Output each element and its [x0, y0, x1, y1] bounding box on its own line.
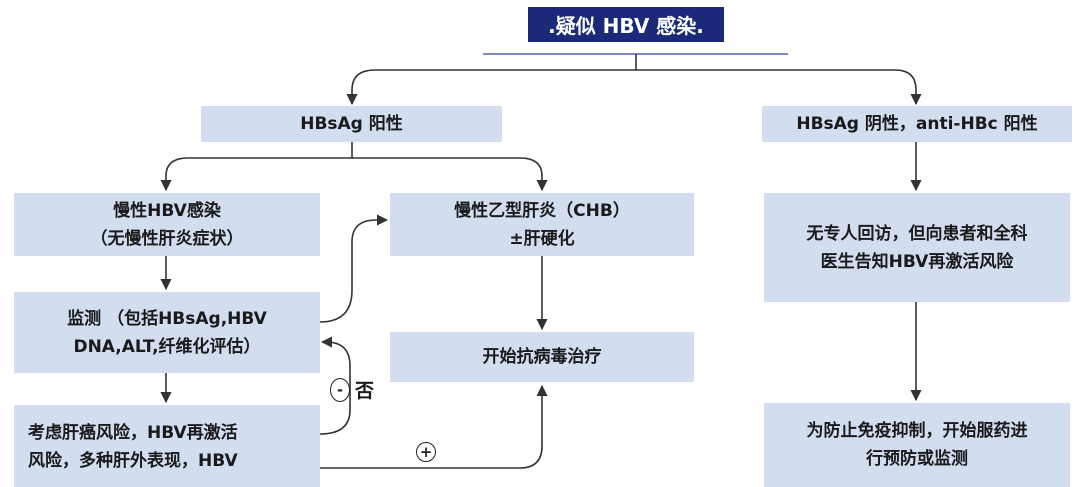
no-decision-symbol: -: [330, 378, 350, 402]
prevent-box: 为防止免疫抑制，开始服药进 行预防或监测: [764, 403, 1070, 487]
chronic-infection-line2: （无慢性肝炎症状）: [90, 228, 244, 249]
arrow-title-to-right: [636, 69, 922, 106]
yes-decision-symbol: +: [416, 442, 436, 462]
monitor-line2: DNA,ALT,纤维化评估）: [73, 336, 261, 357]
no-followup-box: 无专人回访，但向患者和全科 医生告知HBV再激活风险: [764, 193, 1070, 302]
prevent-line1: 为防止免疫抑制，开始服药进: [806, 421, 1028, 441]
chb-line2: ±肝硬化: [509, 228, 575, 249]
consider-risk-line2: 风险，多种肝外表现，HBV: [28, 451, 238, 471]
chb-box: 慢性乙型肝炎（CHB） ±肝硬化: [390, 193, 694, 256]
start-treatment-label: 开始抗病毒治疗: [482, 347, 602, 367]
chronic-infection-line1: 慢性HBV感染: [113, 200, 221, 221]
hbsag-positive-box: HBsAg 阳性: [201, 106, 502, 142]
consider-risk-box: 考虑肝癌风险，HBV再激活 风险，多种肝外表现，HBV: [14, 405, 320, 487]
start-treatment-box: 开始抗病毒治疗: [390, 332, 694, 382]
arrow-consider-to-monitor: [319, 336, 351, 435]
arrow-hbsag-to-chb: [352, 157, 548, 192]
monitor-box: 监测 （包括HBsAg,HBV DNA,ALT,纤维化评估）: [14, 292, 320, 373]
no-followup-line2: 医生告知HBV再激活风险: [820, 251, 1014, 272]
chb-line1: 慢性乙型肝炎（CHB）: [454, 200, 630, 221]
prevent-line2: 行预防或监测: [866, 449, 968, 469]
consider-risk-line1: 考虑肝癌风险，HBV再激活: [28, 423, 238, 443]
arrow-title-to-left: [346, 54, 637, 106]
no-followup-line1: 无专人回访，但向患者和全科: [806, 223, 1028, 244]
hbsag-negative-box: HBsAg 阴性，anti-HBc 阳性: [762, 106, 1072, 142]
arrow-hbsag-to-chronic: [160, 142, 353, 192]
arrow-monitor-to-chb: [319, 214, 389, 323]
title-box: .疑似 HBV 感染.: [528, 7, 724, 42]
monitor-line1: 监测 （包括HBsAg,HBV: [67, 308, 267, 329]
no-decision-label: 否: [355, 380, 375, 402]
arrow-consider-to-treatment: [320, 384, 548, 469]
hbsag-negative-label: HBsAg 阴性，anti-HBc 阳性: [796, 114, 1038, 134]
chronic-infection-box: 慢性HBV感染 （无慢性肝炎症状）: [14, 193, 320, 256]
hbsag-positive-label: HBsAg 阳性: [300, 114, 403, 134]
